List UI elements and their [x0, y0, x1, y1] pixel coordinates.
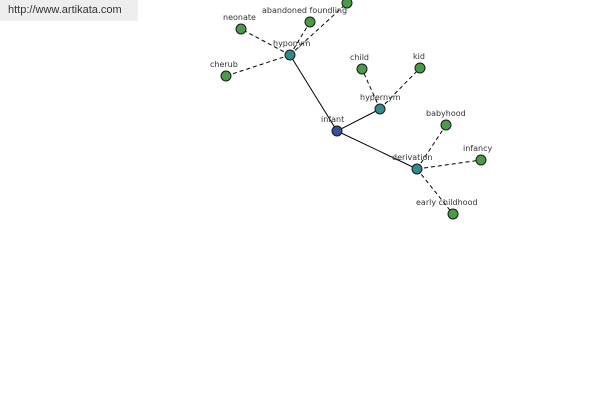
node-kid[interactable]: kid [413, 52, 426, 74]
node-label-hypernym: hypernym [360, 93, 401, 102]
edge-hyponym-to-neonate [240, 28, 291, 56]
node-label-babyhood: babyhood [426, 109, 466, 118]
node-circle-hypernym[interactable] [374, 103, 386, 115]
node-infant[interactable]: infant [321, 115, 344, 137]
node-circle-cherub[interactable] [220, 70, 232, 82]
node-early-childhood[interactable]: early childhood [416, 198, 478, 220]
edge-derivation-to-babyhood [416, 124, 447, 170]
node-circle-kid[interactable] [414, 62, 426, 74]
node-label-abandoned-foundling: abandoned foundling [262, 6, 347, 15]
node-circle-infancy[interactable] [475, 154, 487, 166]
node-abandoned-foundling[interactable]: abandoned foundling [262, 6, 347, 28]
edge-infant-to-derivation [336, 130, 418, 170]
node-label-child: child [350, 53, 369, 62]
edge-infant-to-hyponym [289, 54, 338, 132]
node-circle-child[interactable] [356, 63, 368, 75]
node-offscreen-top[interactable] [341, 0, 353, 9]
edges-layer [225, 2, 482, 215]
node-circle-babyhood[interactable] [440, 119, 452, 131]
node-circle-early-childhood[interactable] [447, 208, 459, 220]
node-hyponym[interactable]: hyponym [273, 39, 311, 61]
edge-hyponym-to-cherub [225, 54, 291, 77]
node-label-neonate: neonate [223, 13, 256, 22]
node-neonate[interactable]: neonate [223, 13, 256, 35]
node-circle-infant[interactable] [331, 125, 343, 137]
node-infancy[interactable]: infancy [463, 144, 492, 166]
node-circle-hyponym[interactable] [284, 49, 296, 61]
edge-derivation-to-infancy [416, 159, 482, 170]
edge-derivation-to-early-childhood [416, 168, 454, 215]
nodes-layer: infant hyponym hypernym derivation neonate ab… [210, 0, 492, 220]
edge-hypernym-to-child [361, 68, 381, 110]
node-circle-abandoned-foundling[interactable] [304, 16, 316, 28]
node-label-infant: infant [321, 115, 344, 124]
node-label-derivation: derivation [392, 153, 432, 162]
edge-infant-to-hypernym [336, 108, 381, 132]
node-label-infancy: infancy [463, 144, 492, 153]
node-circle-offscreen-top[interactable] [341, 0, 353, 9]
node-babyhood[interactable]: babyhood [426, 109, 466, 131]
edge-hypernym-to-kid [379, 67, 421, 110]
node-label-hyponym: hyponym [273, 39, 311, 48]
node-label-kid: kid [413, 52, 425, 61]
node-circle-derivation[interactable] [411, 163, 423, 175]
source-url-link[interactable]: http://www.artikata.com [0, 0, 138, 21]
node-hypernym[interactable]: hypernym [360, 93, 401, 115]
node-circle-neonate[interactable] [235, 23, 247, 35]
edge-hyponym-to-offscreen-top [289, 2, 348, 56]
node-label-early-childhood: early childhood [416, 198, 478, 207]
node-label-cherub: cherub [210, 60, 238, 69]
node-child[interactable]: child [350, 53, 369, 75]
node-cherub[interactable]: cherub [210, 60, 238, 82]
node-derivation[interactable]: derivation [392, 153, 432, 175]
